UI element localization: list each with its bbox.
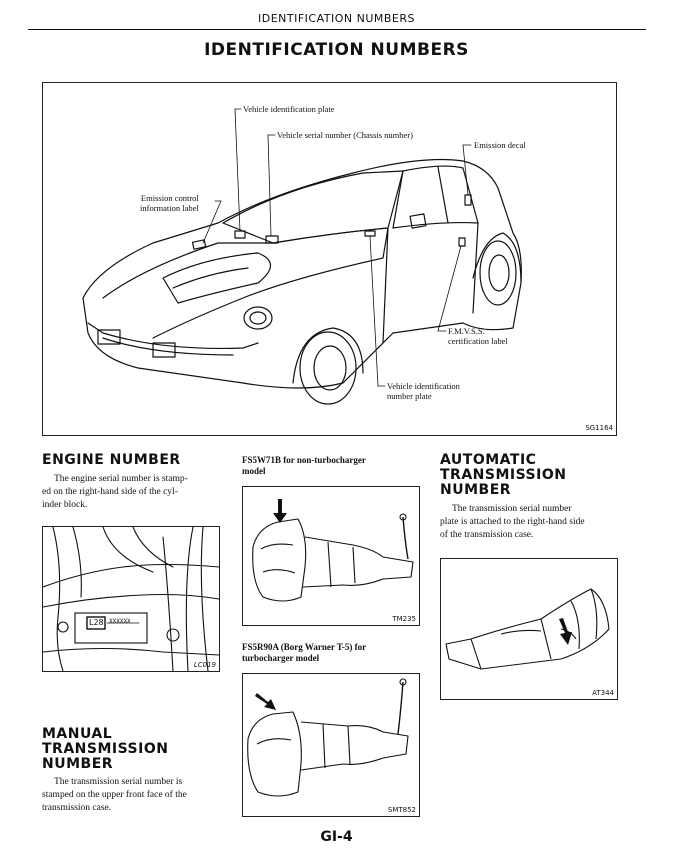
header-rule xyxy=(28,29,646,30)
fs5w71b-figure-code: TM235 xyxy=(392,615,416,623)
at-arrow xyxy=(559,618,572,645)
car-identification-figure: Vehicle identification plate Vehicle ser… xyxy=(42,82,617,436)
fs5r90a-arrow xyxy=(255,693,276,710)
fs5w71b-figure: TM235 xyxy=(242,486,420,626)
callout-emission-decal: Emission decal xyxy=(474,140,526,150)
fs5w71b-label: FS5W71B for non-turbocharger model xyxy=(242,455,366,476)
automatic-transmission-body: The transmission serial number plate is … xyxy=(440,504,585,540)
automatic-transmission-figure: AT344 xyxy=(440,558,618,700)
manual-transmission-heading: MANUAL TRANSMISSION NUMBER xyxy=(42,726,169,772)
car-body-outline xyxy=(82,158,522,389)
fs5r90a-label: FS5R90A (Borg Warner T-5) for turbocharg… xyxy=(242,642,367,663)
automatic-transmission-heading: AUTOMATIC TRANSMISSION NUMBER xyxy=(440,452,567,498)
engine-figure: L28 XXXXXX LC019 xyxy=(42,526,220,672)
callout-vehicle-id-plate: Vehicle identification plate xyxy=(243,104,335,114)
engine-number-heading: ENGINE NUMBER xyxy=(42,452,181,468)
fs5r90a-illustration xyxy=(247,678,409,797)
fs5r90a-figure-code: SMT852 xyxy=(387,806,416,814)
figure-code: SG1164 xyxy=(585,424,613,432)
engine-serial-text: XXXXXX xyxy=(109,618,131,625)
callout-fmvss: F.M.V.S.S. certification label xyxy=(448,326,508,346)
page-title: IDENTIFICATION NUMBERS xyxy=(204,40,469,60)
engine-plate-text: L28 xyxy=(89,618,104,627)
engine-number-body: The engine serial number is stamp- ed on… xyxy=(42,474,188,510)
callout-emission-control: Emission control information label xyxy=(140,193,199,213)
running-head: IDENTIFICATION NUMBERS xyxy=(257,12,416,25)
callout-vehicle-serial: Vehicle serial number (Chassis number) xyxy=(277,130,413,140)
callout-vin-plate: Vehicle identification number plate xyxy=(387,381,460,401)
page-number: GI-4 xyxy=(320,829,353,845)
at-figure-code: AT344 xyxy=(592,689,614,697)
automatic-transmission-illustration xyxy=(445,588,610,670)
engine-figure-code: LC019 xyxy=(193,661,216,669)
manual-transmission-body: The transmission serial number is stampe… xyxy=(42,777,187,813)
fs5w71b-illustration xyxy=(252,499,414,602)
car-illustration xyxy=(82,108,522,405)
fs5w71b-arrow xyxy=(273,499,287,523)
engine-illustration xyxy=(43,527,219,671)
fs5r90a-figure: SMT852 xyxy=(242,673,420,817)
